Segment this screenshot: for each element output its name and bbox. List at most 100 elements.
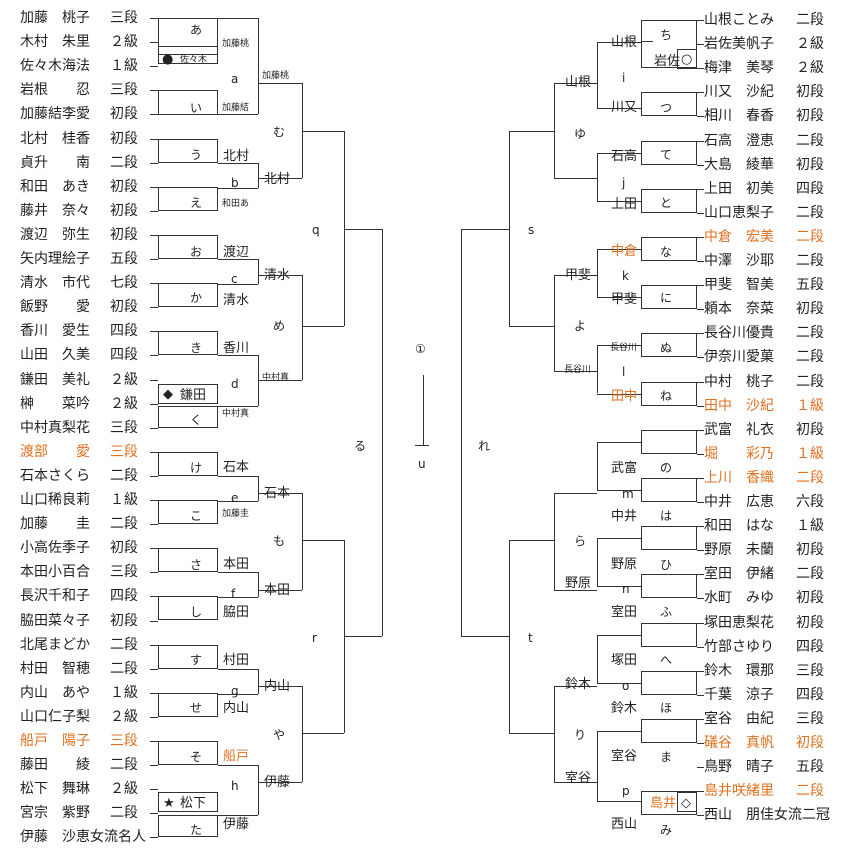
player-rank-right: １級 — [796, 397, 824, 414]
player-stub — [697, 718, 704, 720]
player-name-left: 中村真梨花 — [20, 419, 90, 436]
player-stub — [150, 427, 158, 429]
winner-label: 石本 — [264, 486, 291, 501]
final-label: ① — [415, 342, 426, 356]
winner-label: 甲斐 — [611, 292, 638, 307]
bracket-line — [554, 83, 597, 84]
player-name-right: 礒谷 真帆 — [704, 735, 774, 751]
player-stub — [697, 815, 704, 817]
player-rank-right: 四段 — [796, 180, 824, 197]
bracket-line — [597, 393, 641, 395]
bracket-line — [597, 634, 641, 636]
player-name-right: 田中 沙紀 — [704, 397, 774, 414]
winner-label: 野原 — [611, 557, 638, 572]
bracket-line — [218, 187, 258, 189]
match-label: こ — [190, 509, 203, 523]
player-stub — [150, 475, 158, 477]
winner-label: 野原 — [565, 576, 592, 591]
winner-label: 松下 — [180, 796, 207, 811]
filled-circle-icon: ● — [162, 52, 174, 67]
winner-label: 村田 — [223, 653, 250, 668]
player-name-right: 野原 未蘭 — [704, 542, 774, 559]
player-rank-right: ２級 — [796, 60, 824, 77]
player-name-right: 堀 彩乃 — [704, 445, 774, 462]
round-label: む — [273, 125, 286, 139]
player-stub — [697, 188, 704, 190]
bracket-line — [597, 801, 641, 803]
match-label: つ — [660, 101, 673, 115]
winner-label: 室谷 — [611, 749, 638, 764]
bracket-line — [597, 441, 641, 443]
winner-label: 鎌田 — [180, 388, 207, 403]
winner-label: 船戸 — [223, 749, 250, 764]
match-label: あ — [190, 23, 203, 37]
player-name-right: 中村 桃子 — [704, 373, 774, 390]
bracket-line — [344, 636, 382, 637]
winner-label: 佐々木 — [180, 55, 208, 65]
player-stub — [150, 548, 158, 550]
player-rank-right: 五段 — [796, 759, 824, 776]
player-rank-left: 二段 — [110, 516, 138, 533]
player-name-left: 北尾まどか — [20, 636, 90, 653]
winner-label: 川又 — [611, 100, 638, 115]
player-stub — [697, 309, 704, 311]
player-rank-left: 三段 — [110, 733, 138, 749]
player-name-left: 藤井 奈々 — [20, 202, 90, 219]
winner-label: 加藤圭 — [222, 509, 250, 519]
player-rank-right: 初段 — [796, 542, 824, 559]
player-rank-left: 初段 — [110, 106, 138, 123]
player-name-left: 北村 桂香 — [20, 130, 90, 147]
winner-label: 加藤桃 — [222, 39, 250, 49]
winner-label: 鈴木 — [565, 677, 592, 692]
player-stub — [697, 622, 704, 624]
player-name-left: 渡部 愛 — [20, 443, 90, 460]
winner-label: 加藤桃 — [262, 71, 290, 81]
player-stub — [697, 68, 704, 70]
player-name-left: 矢内理絵子 — [20, 251, 90, 267]
match-label: う — [190, 148, 203, 162]
bracket-line — [258, 18, 259, 115]
player-rank-right: 二段 — [796, 12, 824, 28]
bracket-line — [554, 686, 555, 782]
bracket-line — [258, 178, 302, 179]
bracket-line — [597, 152, 641, 154]
player-stub — [697, 574, 704, 576]
match-label: て — [660, 148, 673, 162]
winner-label: 内山 — [223, 701, 250, 716]
winner-label: 甲斐 — [565, 268, 592, 283]
bracket-line — [461, 636, 509, 637]
player-stub — [697, 212, 704, 214]
winner-label: 長谷川 — [610, 343, 638, 353]
bracket-line — [597, 42, 641, 43]
player-rank-right: 二段 — [796, 566, 824, 583]
winner-label: 田中 — [611, 389, 638, 404]
match-box-left — [158, 644, 218, 669]
player-name-right: 室田 伊緒 — [704, 566, 774, 583]
player-name-left: 藤田 綾 — [20, 757, 90, 774]
bracket-line — [597, 152, 598, 201]
bracket-line — [554, 178, 597, 179]
match-box-left — [158, 234, 218, 259]
bracket-line — [597, 248, 641, 250]
match-box-left — [158, 741, 218, 766]
player-name-right: 島井咲緒里 — [704, 783, 774, 800]
bracket-line — [461, 229, 509, 230]
player-name-left: 加藤結李愛 — [20, 106, 90, 123]
player-stub — [697, 116, 704, 118]
bracket-line — [344, 229, 382, 230]
match-box-left — [158, 815, 218, 838]
player-name-right: 上川 香織 — [704, 469, 774, 486]
final-line — [423, 375, 424, 445]
match-label: く — [190, 413, 203, 427]
player-name-left: 脇田菜々子 — [20, 612, 90, 629]
player-name-right: 鳥野 晴子 — [704, 759, 774, 776]
bracket-line — [509, 540, 510, 733]
bracket-line — [302, 540, 344, 541]
match-label: ぬ — [660, 341, 673, 355]
match-label: ね — [660, 389, 673, 403]
bracket-line — [258, 765, 259, 816]
player-stub — [150, 596, 158, 598]
player-stub — [150, 259, 158, 260]
player-stub — [150, 524, 158, 526]
round-label: m — [622, 487, 634, 501]
